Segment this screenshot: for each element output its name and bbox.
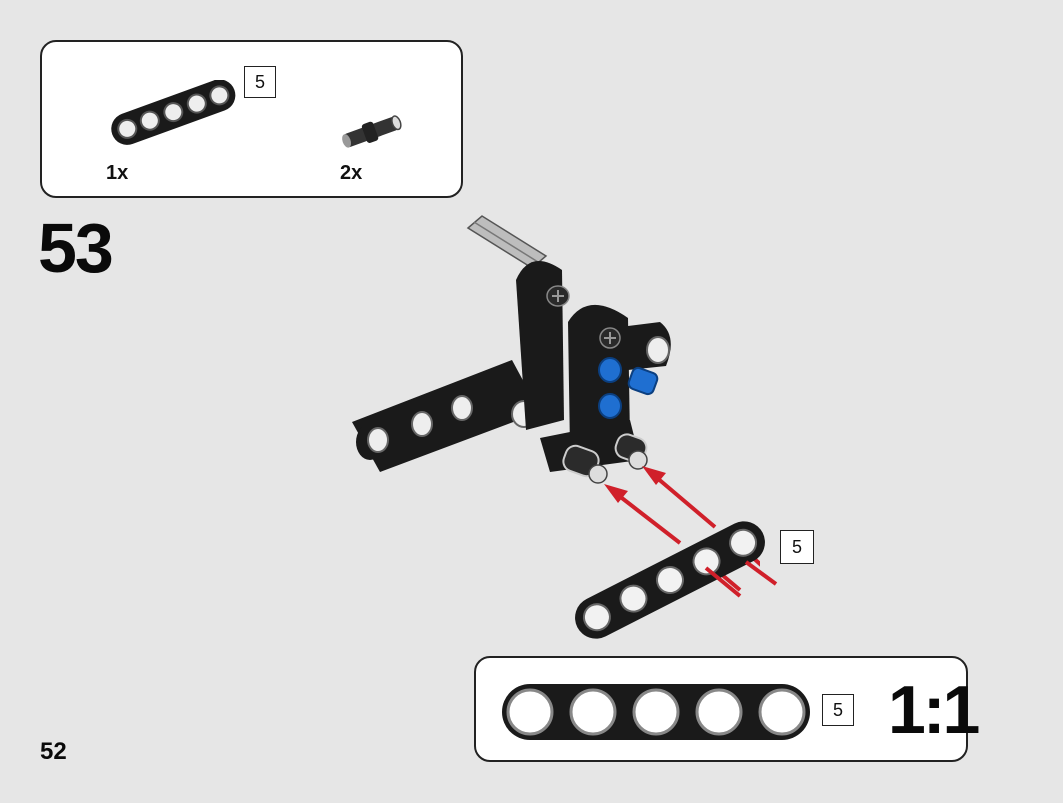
beam-length-badge: 5: [244, 66, 276, 98]
scale-ratio: 1:1: [888, 672, 980, 748]
right-beam-stub: [628, 322, 671, 370]
vertical-beam-back: [516, 261, 570, 430]
blue-pin: [627, 366, 659, 396]
step-number: 53: [38, 209, 114, 287]
new-beam-5: [575, 521, 765, 639]
pin-quantity: 2x: [340, 162, 363, 184]
connector-pin-part-image: [342, 115, 402, 148]
beam-5-part-image: [111, 80, 236, 145]
vertical-beam-front: [568, 304, 630, 450]
beam-quantity: 1x: [106, 162, 129, 184]
scale-length-badge: 5: [822, 694, 854, 726]
parts-list-box: 5 1x 2x: [40, 40, 463, 198]
callout-length-badge: 5: [780, 530, 814, 564]
assembly-illustration: [352, 215, 671, 484]
scale-beam: [502, 684, 810, 740]
grey-axle: [466, 215, 548, 269]
arrow-tails: [704, 560, 778, 598]
connector-block: [540, 420, 648, 484]
horizontal-beam: [352, 360, 540, 472]
scale-reference-box: 5 1:1: [474, 656, 980, 762]
page-number: 52: [40, 738, 67, 765]
